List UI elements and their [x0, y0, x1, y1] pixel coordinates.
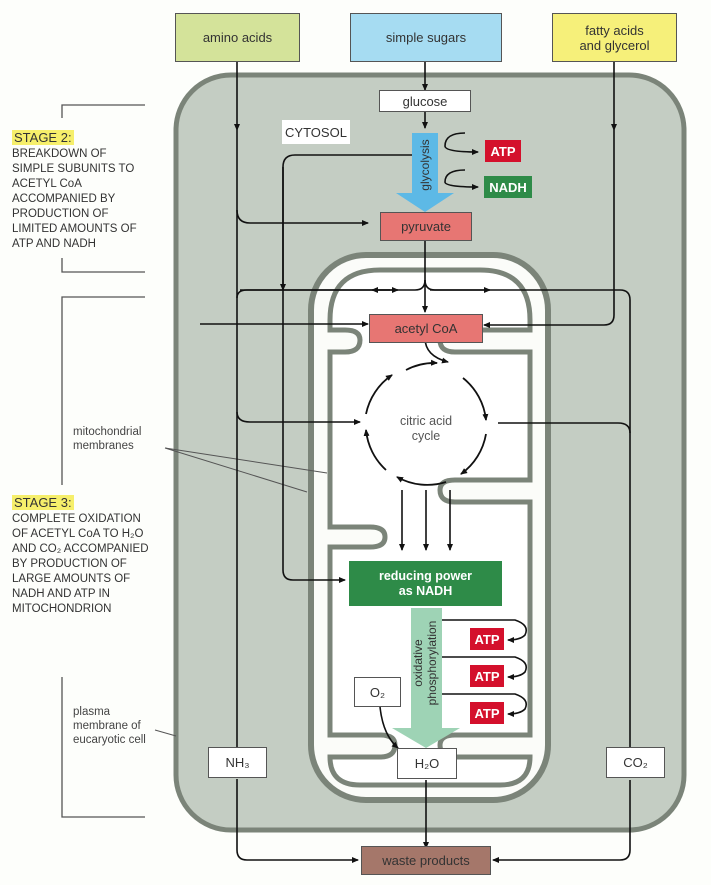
- glycolysis-label: glycolysis: [418, 139, 432, 191]
- h2o-box: H₂O: [397, 748, 457, 779]
- waste-products-box: waste products: [361, 846, 491, 875]
- acetyl-coa-box: acetyl CoA: [369, 314, 483, 343]
- glycolysis-arrow: [396, 133, 454, 212]
- oxphos-atp-2: ATP: [470, 665, 504, 687]
- fatty-acids-box: fatty acids and glycerol: [552, 13, 677, 62]
- plasma-membrane-label: plasma membrane of eucaryotic cell: [73, 706, 146, 746]
- co2-box: CO₂: [606, 747, 665, 778]
- glycolysis-atp: ATP: [485, 140, 521, 162]
- stage2-text: BREAKDOWN OF SIMPLE SUBUNITS TO ACETYL C…: [12, 148, 137, 250]
- oxphos-atp-3: ATP: [470, 702, 504, 724]
- citric-cycle-ring: [363, 359, 489, 486]
- stage2-description: STAGE 2: BREAKDOWN OF SIMPLE SUBUNITS TO…: [12, 130, 150, 252]
- amino-acids-box: amino acids: [175, 13, 300, 62]
- glycolysis-nadh: NADH: [484, 176, 532, 198]
- stage2-title: STAGE 2:: [12, 130, 74, 145]
- oxphos-atp-1: ATP: [470, 628, 504, 650]
- nh3-box: NH₃: [208, 747, 267, 778]
- cytosol-label: CYTOSOL: [282, 120, 350, 144]
- stage2-bracket: [61, 104, 145, 273]
- stage3-description: STAGE 3: COMPLETE OXIDATION OF ACETYL Co…: [12, 495, 155, 617]
- oxidative-phosphorylation-label: oxidative phosphorylation: [411, 620, 439, 706]
- plasma-membrane-pointer: [154, 729, 177, 737]
- oxphos-arrow: [392, 608, 460, 748]
- stage3-bracket: [61, 296, 145, 818]
- o2-box: O₂: [354, 677, 401, 707]
- glucose-box: glucose: [379, 90, 471, 112]
- stage3-title: STAGE 3:: [12, 495, 74, 510]
- citric-acid-cycle-label: citric acid cycle: [399, 414, 453, 443]
- mitochondrial-membranes-label: mitochondrial membranes: [73, 426, 142, 452]
- reducing-power-box: reducing power as NADH: [349, 561, 502, 606]
- pyruvate-box: pyruvate: [380, 212, 472, 241]
- simple-sugars-box: simple sugars: [350, 13, 502, 62]
- stage3-text: COMPLETE OXIDATION OF ACETYL CoA TO H₂O …: [12, 513, 149, 615]
